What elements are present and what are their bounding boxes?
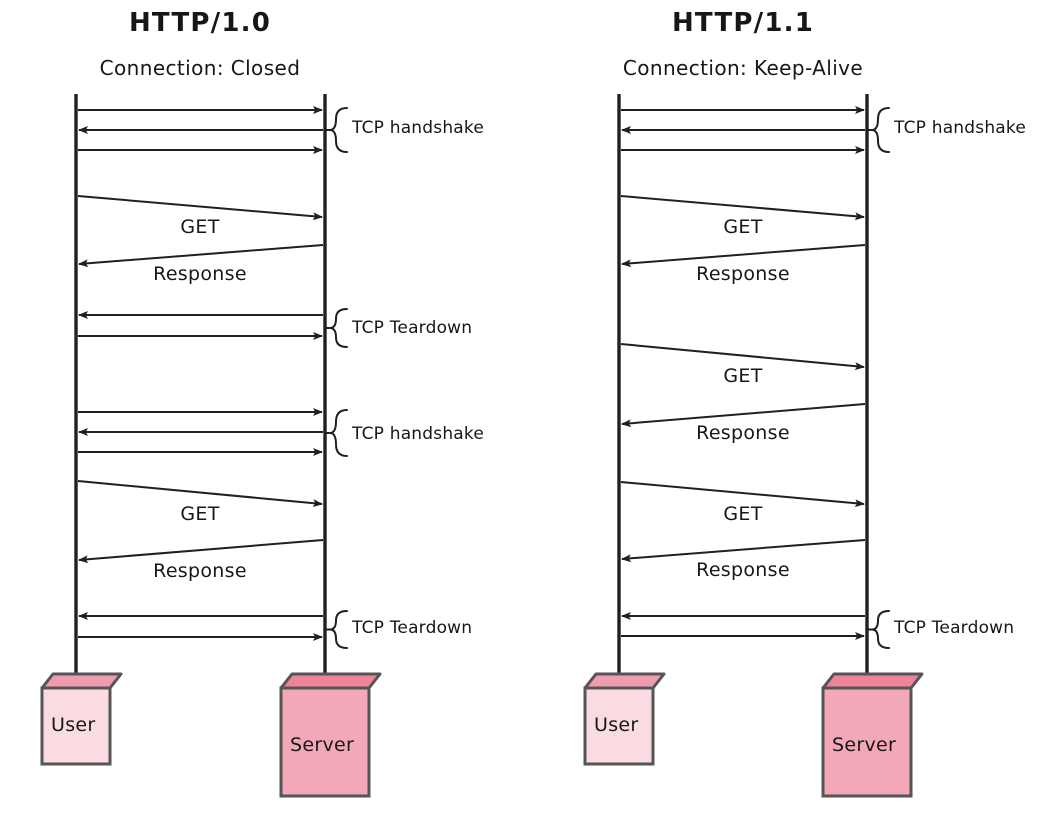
brace-http10-3 — [329, 610, 348, 649]
node-box-server-http10[interactable] — [279, 686, 371, 798]
node-box-top-user-http11 — [583, 672, 666, 690]
brace-label-tcp-teardown-http11-1: TCP Teardown — [894, 618, 1015, 638]
panel-title-http11: HTTP/1.1 — [671, 8, 815, 38]
message-label-response-http10-4: Response — [153, 263, 247, 285]
panel-subtitle-http11: Connection: Keep-Alive — [622, 56, 864, 80]
message-label-response-http10-11: Response — [153, 560, 247, 582]
message-arrow-get-http10-10 — [77, 480, 323, 508]
brace-http10-2 — [329, 409, 348, 457]
message-arrow-get-http11-7 — [620, 481, 865, 508]
message-arrow-response-http11-8 — [621, 539, 866, 563]
node-label-server-http10: Server — [290, 734, 355, 756]
brace-http10-0 — [329, 107, 348, 153]
message-arrow-response-http10-11 — [78, 539, 324, 564]
panel-title-http10: HTTP/1.0 — [128, 8, 272, 38]
node-box-top-server-http11 — [821, 672, 924, 690]
message-arrow-get-http10-3 — [77, 195, 323, 221]
brace-label-tcp-teardown-http10-3: TCP Teardown — [352, 618, 473, 638]
brace-http11-1 — [871, 610, 890, 649]
node-box-top-server-http10 — [279, 672, 382, 690]
panel-subtitle-http10: Connection: Closed — [99, 56, 301, 80]
message-arrow-get-http11-3 — [620, 195, 865, 221]
message-arrow-response-http10-4 — [78, 244, 324, 268]
message-arrow-response-http11-4 — [621, 244, 866, 268]
message-label-response-http11-4: Response — [696, 263, 790, 285]
message-label-get-http10-10: GET — [180, 503, 220, 525]
message-arrow-get-http11-5 — [620, 343, 865, 371]
node-label-user-http10: User — [51, 714, 96, 736]
message-label-get-http11-3: GET — [723, 216, 763, 238]
brace-label-tcp-handshake-http10-0: TCP handshake — [352, 118, 485, 138]
message-label-response-http11-6: Response — [696, 422, 790, 444]
node-box-user-http10[interactable] — [40, 686, 112, 766]
message-label-response-http11-8: Response — [696, 559, 790, 581]
node-box-server-http11[interactable] — [821, 686, 913, 798]
brace-http11-0 — [871, 107, 890, 153]
brace-label-tcp-handshake-http11-0: TCP handshake — [894, 118, 1027, 138]
message-label-get-http11-7: GET — [723, 503, 763, 525]
node-label-user-http11: User — [594, 714, 639, 736]
message-label-get-http10-3: GET — [180, 216, 220, 238]
brace-label-tcp-handshake-http10-2: TCP handshake — [352, 424, 485, 444]
node-label-server-http11: Server — [832, 734, 897, 756]
message-label-get-http11-5: GET — [723, 365, 763, 387]
brace-http10-1 — [329, 308, 348, 348]
message-arrow-response-http11-6 — [621, 403, 866, 428]
node-box-user-http11[interactable] — [583, 686, 655, 766]
node-box-top-user-http10 — [40, 672, 123, 690]
brace-label-tcp-teardown-http10-1: TCP Teardown — [352, 318, 473, 338]
